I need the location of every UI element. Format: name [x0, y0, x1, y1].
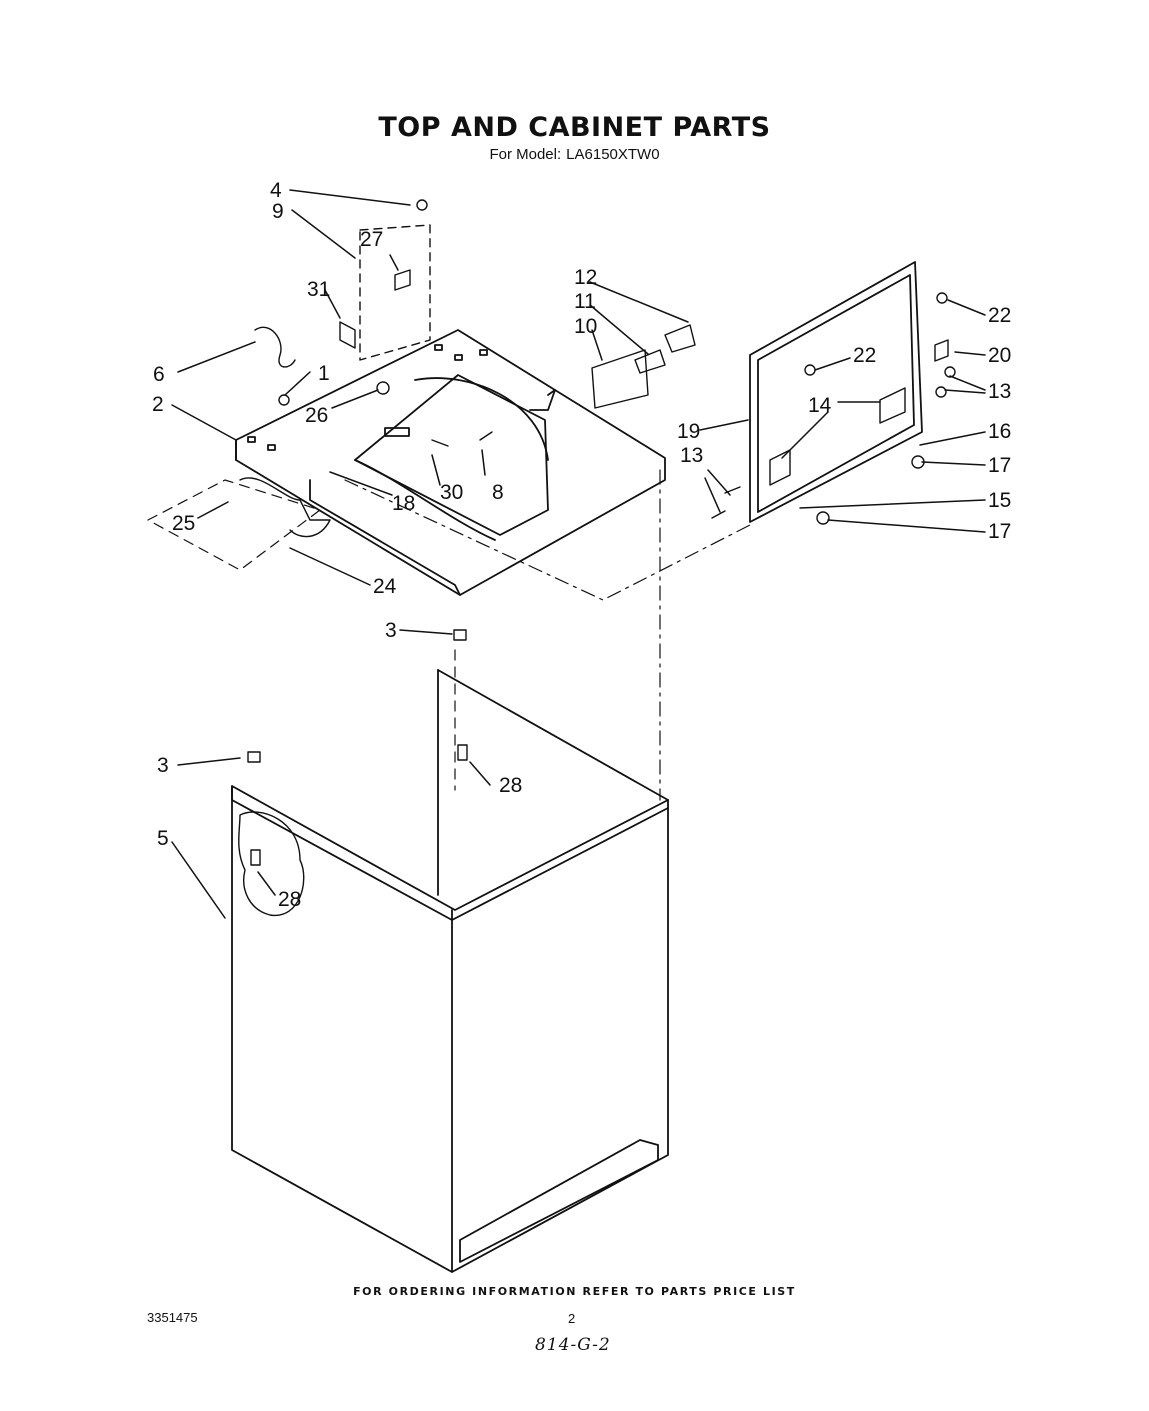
- callout-2: 2: [152, 393, 164, 416]
- callout-11: 11: [574, 290, 596, 313]
- callout-24: 24: [373, 575, 397, 598]
- washer-top: [235, 329, 666, 596]
- callout-28: 28: [278, 888, 301, 911]
- washer-cabinet: [231, 669, 669, 1273]
- callout-30: 30: [440, 481, 463, 504]
- ordering-note: FOR ORDERING INFORMATION REFER TO PARTS …: [353, 1285, 796, 1298]
- callout-28: 28: [499, 774, 522, 797]
- callout-5: 5: [157, 827, 169, 850]
- callout-3: 3: [157, 754, 169, 777]
- callout-12: 12: [574, 266, 597, 289]
- callout-31: 31: [307, 278, 330, 301]
- callout-22: 22: [853, 344, 876, 367]
- callout-13: 13: [680, 444, 703, 467]
- model-number: LA6150XTW0: [566, 146, 660, 163]
- callout-10: 10: [574, 315, 597, 338]
- callout-6: 6: [153, 363, 165, 386]
- callout-18: 18: [392, 492, 415, 515]
- model-prefix: For Model:: [489, 146, 562, 163]
- callout-17: 17: [988, 520, 1011, 543]
- callout-25: 25: [172, 512, 195, 535]
- leader-lines: [171, 189, 986, 919]
- callout-17: 17: [988, 454, 1011, 477]
- inset-boxes: [147, 469, 751, 801]
- callout-3: 3: [385, 619, 397, 642]
- callout-27: 27: [360, 228, 383, 251]
- callout-8: 8: [492, 481, 504, 504]
- callout-14: 14: [808, 394, 832, 417]
- callout-9: 9: [272, 200, 284, 223]
- document-number: 3351475: [147, 1310, 198, 1325]
- washer-lid: [749, 261, 923, 523]
- page-number: 2: [568, 1311, 576, 1326]
- callout-22: 22: [988, 304, 1011, 327]
- callout-labels: 1233456891011121313141516171718192022222…: [152, 179, 1011, 911]
- callout-4: 4: [270, 179, 282, 202]
- page-title: TOP AND CABINET PARTS: [378, 112, 771, 143]
- callout-16: 16: [988, 420, 1011, 443]
- model-subtitle: For Model:LA6150XTW0: [0, 146, 1149, 163]
- callout-15: 15: [988, 489, 1011, 512]
- callout-26: 26: [305, 404, 328, 427]
- callout-20: 20: [988, 344, 1011, 367]
- callout-19: 19: [677, 420, 700, 443]
- callout-13: 13: [988, 380, 1011, 403]
- switch-assembly: [239, 224, 696, 538]
- handwritten-code: 814-G-2: [535, 1335, 611, 1355]
- callout-1: 1: [318, 362, 330, 385]
